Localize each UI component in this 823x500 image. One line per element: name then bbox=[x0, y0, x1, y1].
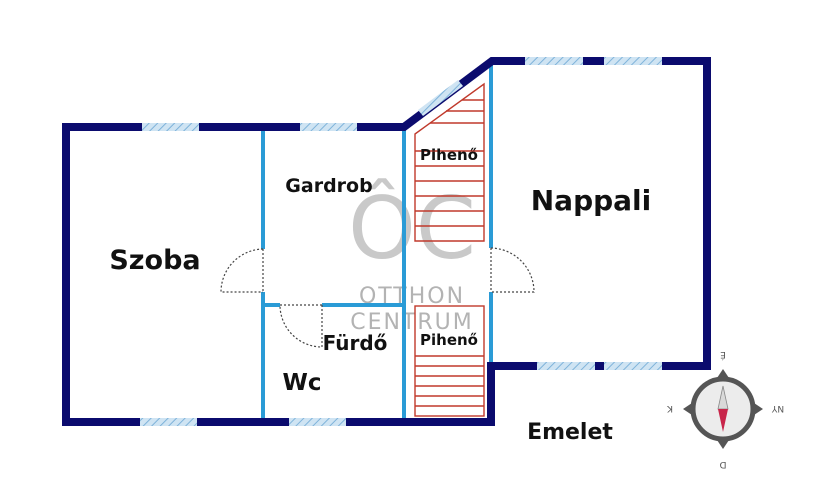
watermark-logo: ÔC OTTHON CENTRUM bbox=[348, 178, 476, 335]
doors bbox=[220, 247, 535, 348]
room-label-gardrob: Gardrob bbox=[285, 175, 372, 197]
compass-label-north: É bbox=[720, 349, 726, 361]
room-label-furdo: Fürdő bbox=[323, 331, 388, 355]
watermark-logo-mark: ÔC bbox=[348, 178, 476, 279]
room-label-piheno-upper: Pihenő bbox=[420, 146, 478, 164]
compass-label-south: D bbox=[719, 459, 726, 469]
watermark-line2: CENTRUM bbox=[350, 310, 474, 335]
floor-label: Emelet bbox=[527, 420, 613, 445]
compass-needle-south bbox=[718, 409, 728, 432]
room-label-szoba: Szoba bbox=[109, 245, 200, 276]
compass-label-west: NY bbox=[771, 403, 784, 413]
room-label-piheno-lower: Pihenő bbox=[420, 331, 478, 349]
compass-rose: É D K NY bbox=[666, 349, 784, 469]
inner-walls bbox=[261, 63, 493, 422]
room-label-wc: Wc bbox=[282, 370, 321, 396]
compass-label-east: K bbox=[666, 403, 673, 413]
stairs-lower bbox=[414, 305, 485, 417]
stairs-upper bbox=[414, 82, 485, 242]
room-label-nappali: Nappali bbox=[531, 184, 652, 217]
windows bbox=[140, 57, 662, 426]
